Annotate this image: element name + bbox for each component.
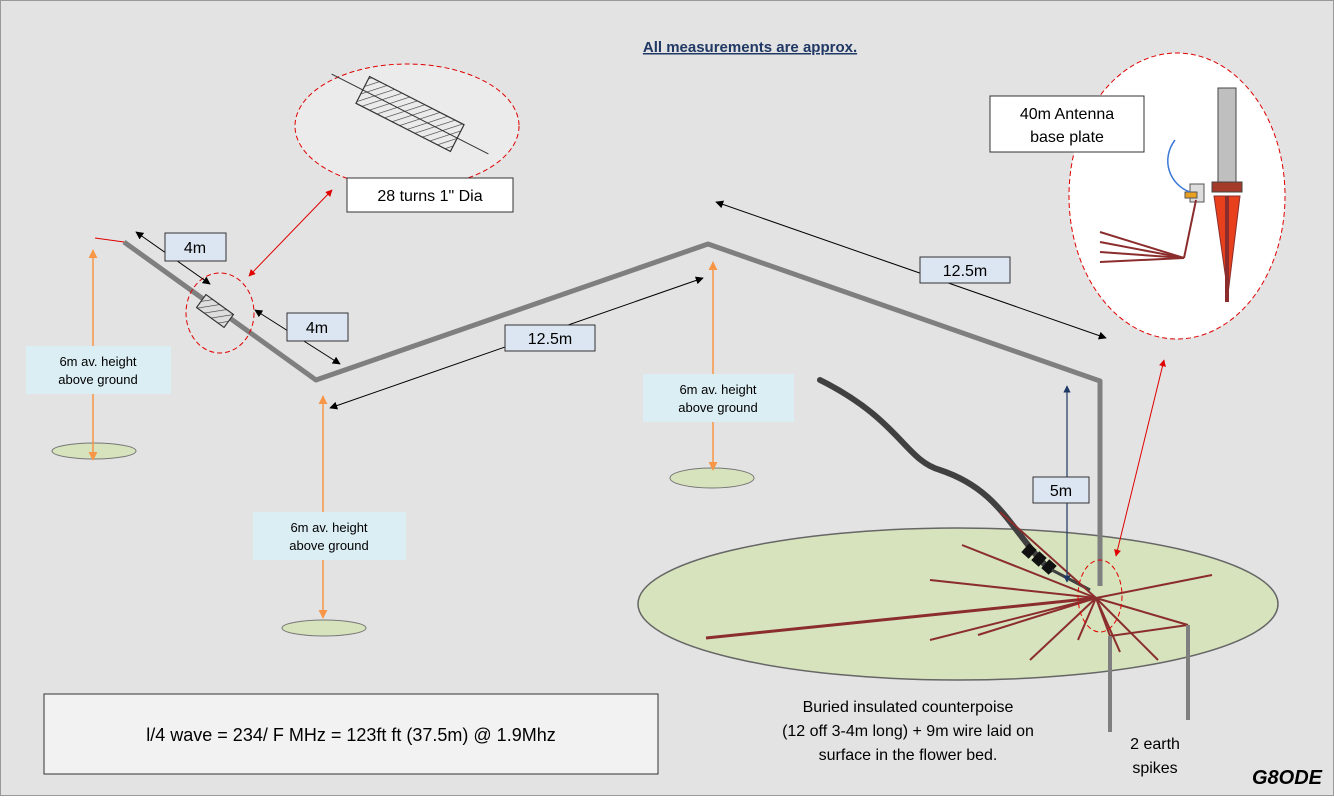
formula-box: l/4 wave = 234/ F MHz = 123ft ft (37.5m)… xyxy=(43,693,659,775)
dimension-label-4m-a: 4m xyxy=(164,232,227,262)
label-coil-turns: 28 turns 1" Dia xyxy=(346,177,514,213)
dimension-label-12-5m-b: 12.5m xyxy=(919,256,1011,284)
base-plate-icon xyxy=(1099,87,1243,302)
dimension-label-12-5m-b-text: 12.5m xyxy=(943,263,987,280)
formula-text: l/4 wave = 234/ F MHz = 123ft ft (37.5m)… xyxy=(146,725,555,745)
base-plate-text-1: 40m Antenna xyxy=(1020,106,1114,123)
dimension-label-4m-b: 4m xyxy=(286,312,349,342)
ground-patch-right xyxy=(669,467,755,489)
dimension-label-4m-b-text: 4m xyxy=(306,320,328,337)
dimension-label-4m-a-text: 4m xyxy=(184,240,206,257)
coil-callout-arrow xyxy=(248,189,333,277)
height-label-right-line2: above ground xyxy=(678,400,758,415)
counterpoise-text-1: Buried insulated counterpoise xyxy=(803,699,1014,716)
height-label-middle-line2: above ground xyxy=(289,538,369,553)
flower-bed xyxy=(637,527,1279,681)
counterpoise-radials xyxy=(705,511,1213,661)
coil-highlight-circle xyxy=(185,272,255,354)
loading-coil-icon xyxy=(195,293,235,329)
height-label-middle-line1: 6m av. height xyxy=(290,520,367,535)
coax-cable xyxy=(817,377,1053,573)
antenna-wire xyxy=(122,239,1103,586)
feedpoint-highlight-circle xyxy=(1077,559,1123,633)
dimension-label-5m: 5m xyxy=(1032,476,1090,504)
dimension-label-5m-text: 5m xyxy=(1050,483,1072,500)
counterpoise-text-2: (12 off 3-4m long) + 9m wire laid on xyxy=(782,723,1034,740)
earth-spikes-text-2: spikes xyxy=(1132,760,1177,777)
height-label-middle: 6m av. height above ground xyxy=(253,512,406,560)
height-label-left-line2: above ground xyxy=(58,372,138,387)
ferrite-chokes-icon xyxy=(1021,543,1057,575)
label-base-plate: 40m Antenna base plate xyxy=(989,95,1145,153)
coil-turns-text: 28 turns 1" Dia xyxy=(377,188,482,205)
coil-icon xyxy=(331,73,489,155)
dimension-arrow-12-5m-b xyxy=(715,200,1107,340)
height-label-left-line1: 6m av. height xyxy=(59,354,136,369)
dimension-label-12-5m-a-text: 12.5m xyxy=(528,331,572,348)
page-title: All measurements are approx. xyxy=(643,39,857,56)
dimension-label-12-5m-a: 12.5m xyxy=(504,324,596,352)
author-signature: G8ODE xyxy=(1252,767,1323,789)
height-label-left: 6m av. height above ground xyxy=(26,346,171,394)
height-label-right-line1: 6m av. height xyxy=(679,382,756,397)
ground-patch-left xyxy=(51,442,137,460)
earth-spikes-text-1: 2 earth xyxy=(1130,736,1180,753)
counterpoise-text-3: surface in the flower bed. xyxy=(819,747,998,764)
base-plate-text-2: base plate xyxy=(1030,129,1104,146)
height-label-right: 6m av. height above ground xyxy=(643,374,794,422)
base-plate-callout-arrow xyxy=(1114,359,1166,557)
height-reference-line xyxy=(94,237,125,243)
ground-patch-middle xyxy=(281,619,367,637)
